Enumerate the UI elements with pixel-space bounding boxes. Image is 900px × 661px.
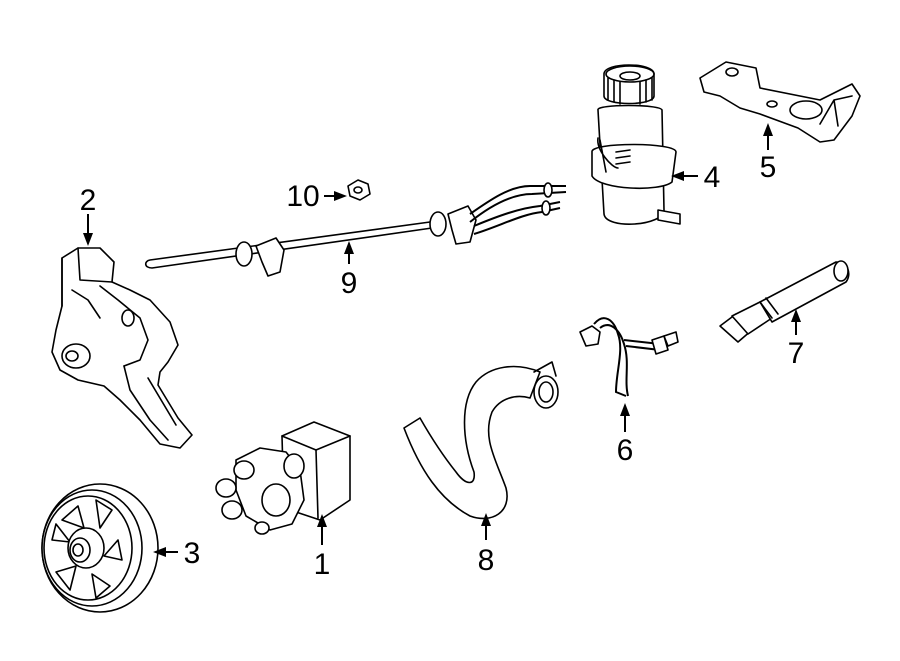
callout-2: 2 [80, 184, 97, 217]
reservoir-bracket-part[interactable] [699, 61, 861, 143]
callout-5: 5 [760, 151, 777, 184]
callout-3: 3 [184, 537, 201, 570]
reservoir-part[interactable] [591, 64, 681, 225]
callout-7: 7 [788, 337, 805, 370]
pressure-line-part[interactable] [579, 317, 679, 397]
callout-10: 10 [286, 180, 319, 213]
callout-9: 9 [341, 267, 358, 300]
steering-pump-part[interactable] [215, 421, 351, 535]
callout-1: 1 [314, 548, 331, 581]
return-hose-part[interactable] [403, 361, 559, 520]
pump-bracket-part[interactable] [51, 247, 193, 449]
nut-part[interactable] [347, 179, 371, 201]
callout-8: 8 [478, 544, 495, 577]
callout-arrows [83, 123, 801, 557]
hose-fitting-part[interactable] [719, 260, 850, 343]
tube-assembly-part[interactable] [144, 182, 567, 277]
callout-4: 4 [704, 161, 721, 194]
pulley-part[interactable] [41, 483, 159, 613]
callout-6: 6 [617, 434, 634, 467]
